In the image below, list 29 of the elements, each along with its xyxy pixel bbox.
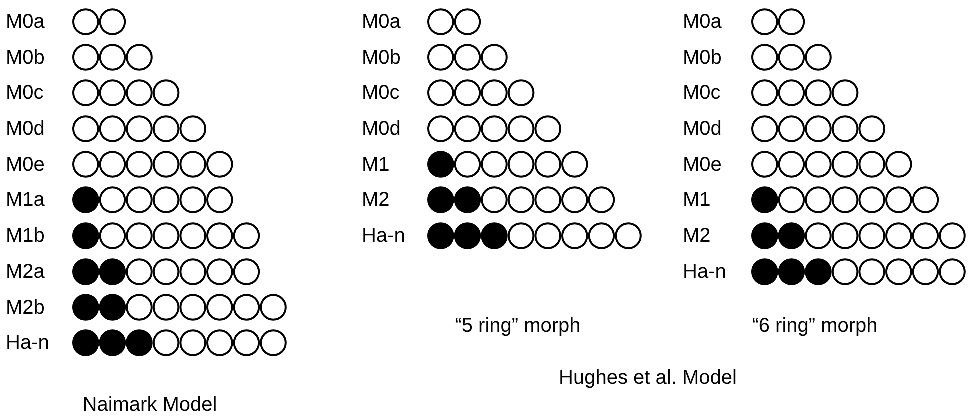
row-label: Ha-n [683, 260, 726, 284]
row-label: M1 [362, 152, 390, 176]
row-label: M0b [683, 46, 722, 70]
row-label: M0d [683, 117, 722, 141]
row-label: M0d [362, 117, 401, 141]
row-label: M1 [683, 188, 711, 212]
row-label: M2a [6, 260, 45, 284]
row-label: M2b [6, 296, 45, 320]
panel-caption: Hughes et al. Model [559, 366, 737, 390]
row-label: M0c [683, 81, 721, 105]
row-label: M0c [362, 81, 400, 105]
row-label: M2 [362, 188, 390, 212]
row-label: M1b [6, 224, 45, 248]
row-label: M1a [6, 188, 45, 212]
row-label: M0e [683, 152, 722, 176]
panel-caption: “5 ring” morph [455, 314, 581, 338]
panel-caption: Naimark Model [82, 393, 218, 417]
row-label: M0a [362, 10, 401, 34]
row-label: Ha-n [362, 224, 406, 248]
row-label: M0c [6, 81, 44, 105]
row-label: M0b [6, 46, 45, 70]
row-label: Ha-n [6, 331, 50, 355]
row-label: M0a [683, 10, 722, 34]
panel-caption: “6 ring” morph [752, 314, 878, 338]
row-label: M2 [683, 224, 711, 248]
row-label: M0a [6, 10, 45, 34]
row-label: M0d [6, 117, 45, 141]
row-label: M0b [362, 46, 401, 70]
row-label: M0e [6, 152, 45, 176]
